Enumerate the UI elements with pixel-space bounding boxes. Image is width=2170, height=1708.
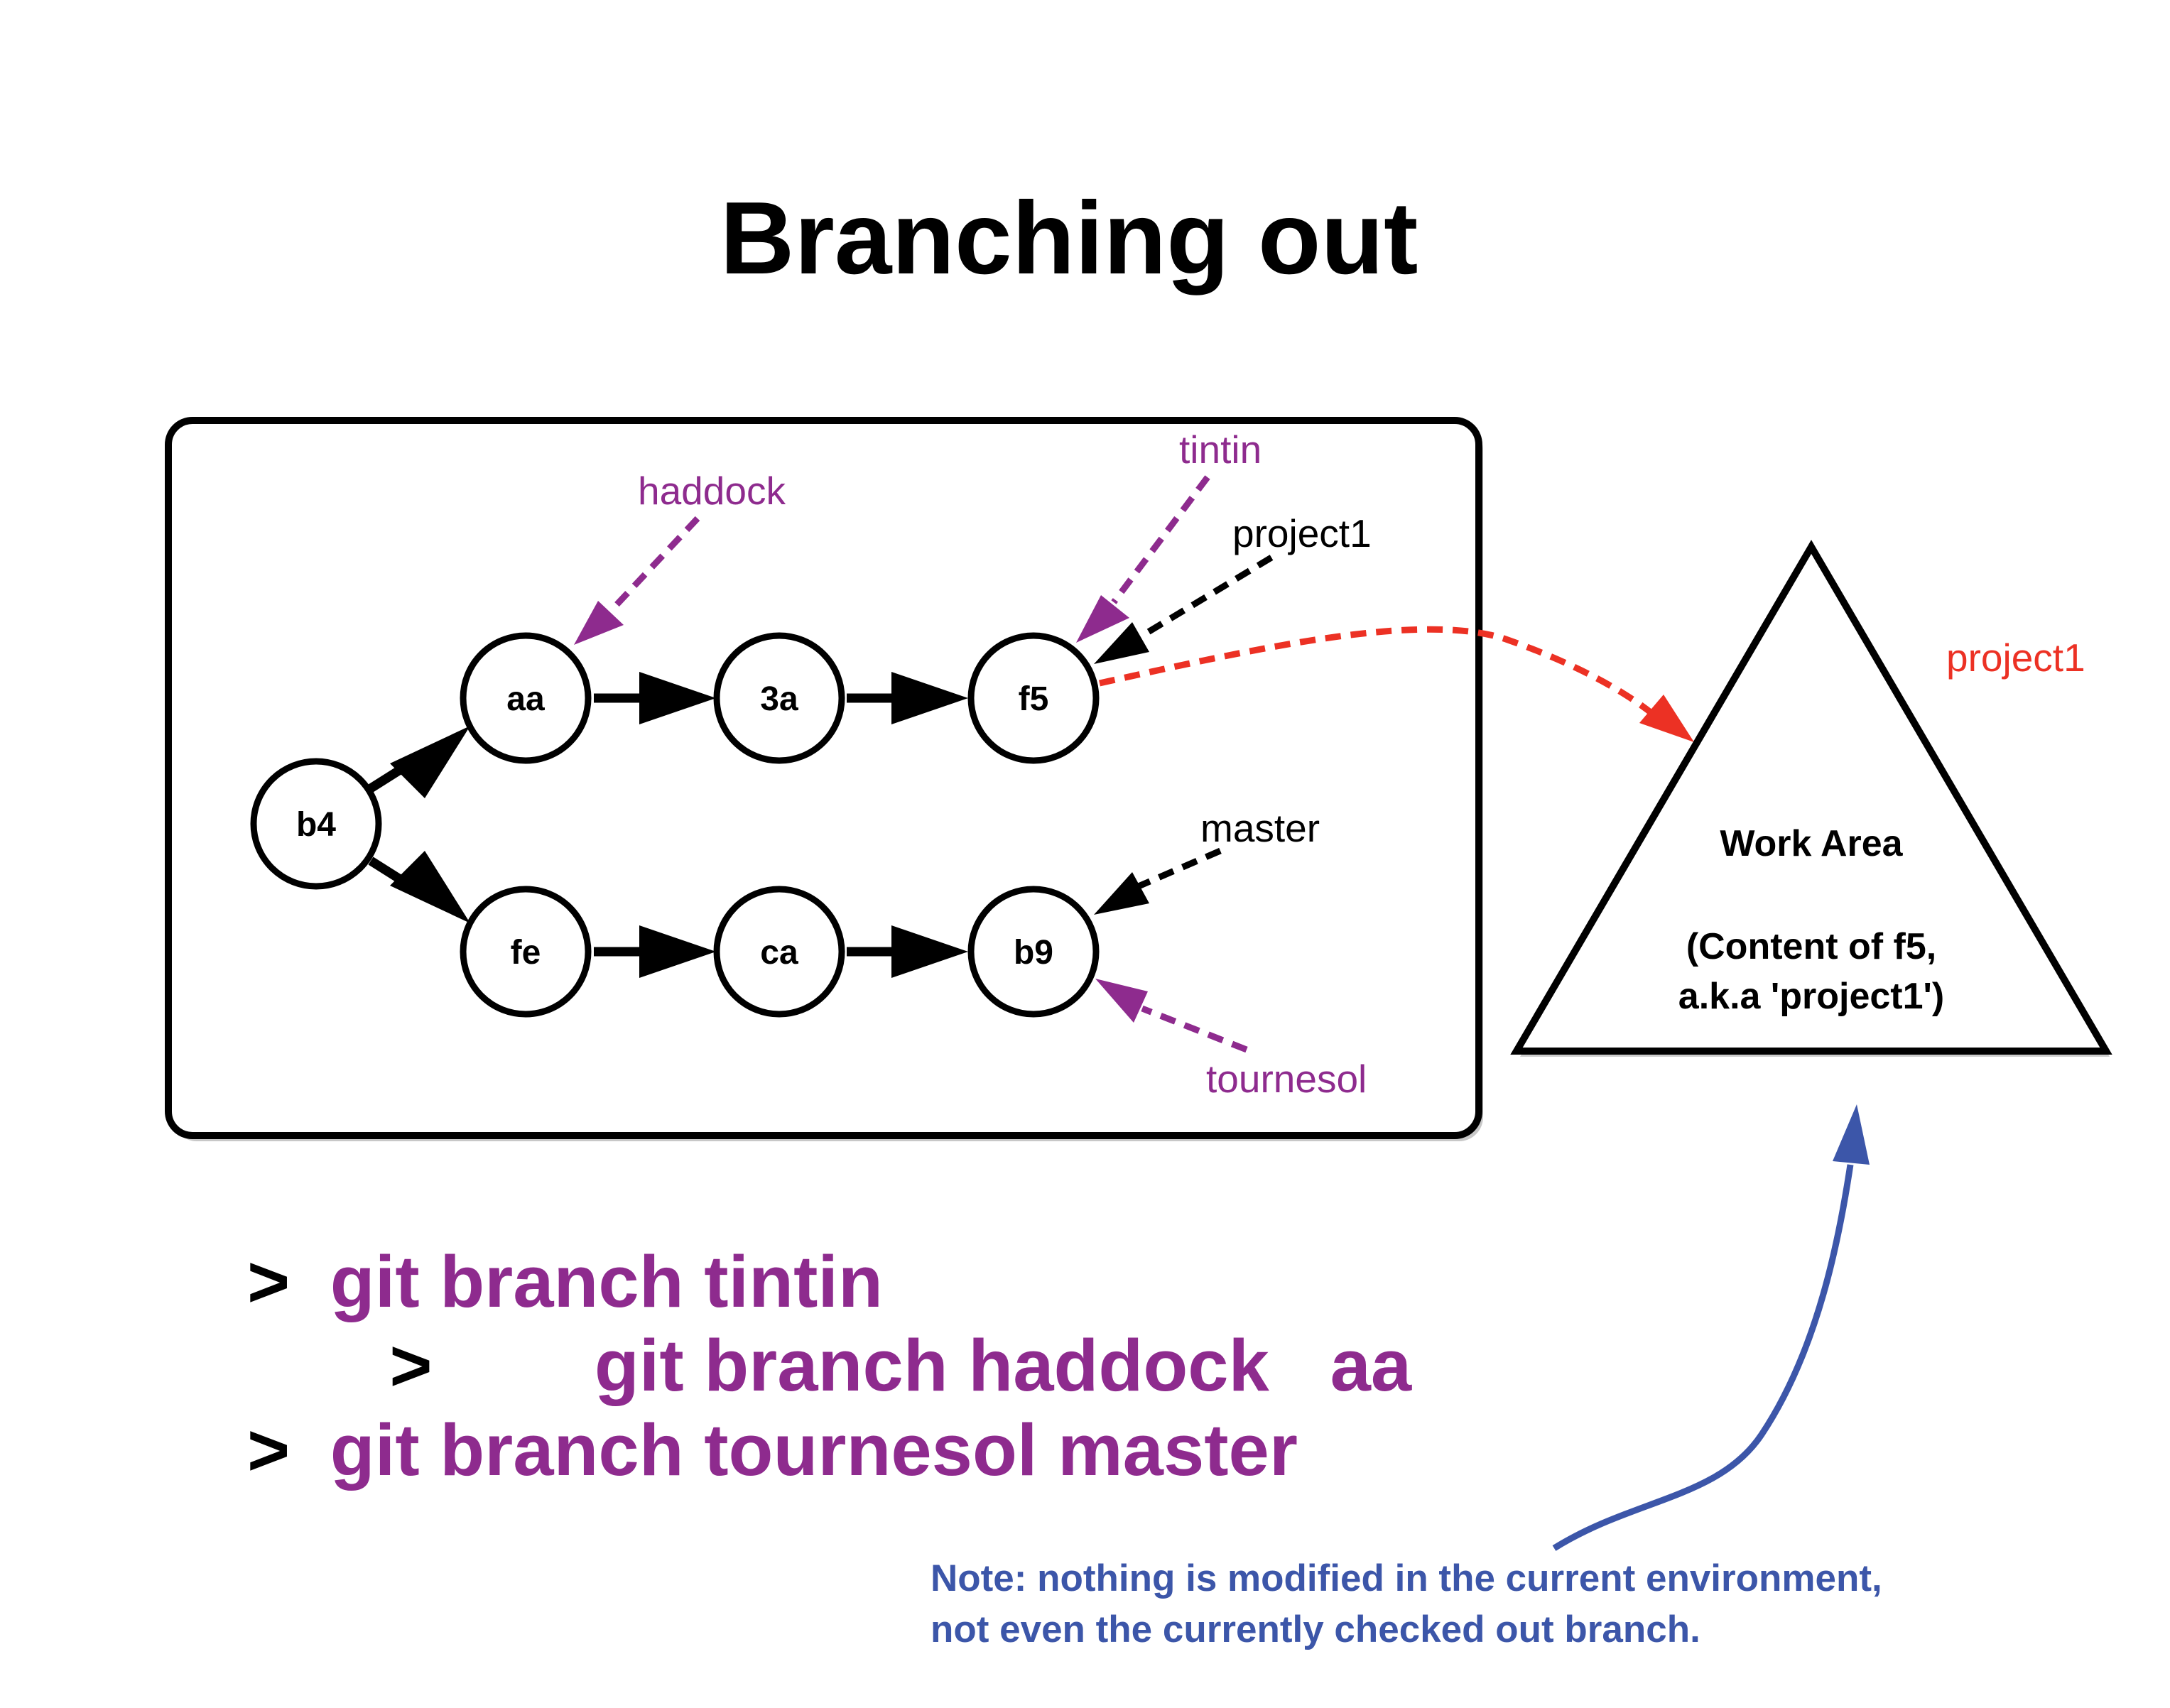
ref-master-label: master [1200,806,1320,850]
note-line-2: not even the currently checked out branc… [931,1609,1700,1650]
ref-project1-arrowhead [1094,622,1149,664]
commit-3a-label: 3a [760,680,798,718]
page-title: Branching out [720,180,1418,295]
edge-b4-fe-arrowhead [390,851,470,923]
ref-tournesol-arrowhead [1095,979,1148,1023]
commit-3a: 3a [713,632,845,764]
commit-fe-label: fe [511,934,541,972]
note-pointer [1552,1104,1870,1551]
commit-fe: fe [460,886,592,1018]
command-text-1: git branch tintin [330,1241,883,1322]
commit-aa-circle [460,632,592,764]
edge-fe-ca-arrowhead [639,925,716,978]
ref-haddock: haddock [574,469,786,645]
ref-master: master [1094,806,1320,915]
ref-tournesol: tournesol [1095,979,1367,1101]
ref-tournesol-label: tournesol [1206,1057,1367,1101]
command-list: > git branch tintin > git branch haddock… [247,1241,1513,1491]
commit-ca: ca [713,886,845,1018]
ref-tintin-arrowhead [1076,595,1129,643]
commit-b9: b9 [967,886,1100,1018]
edge-b4-aa-arrowhead [390,726,470,798]
ref-haddock-pointer [609,516,700,612]
command-prompt-2: > [389,1324,432,1406]
work-area-triangle [1510,540,2112,1055]
commit-ca-label: ca [760,934,798,972]
note-line-1: Note: nothing is modified in the current… [931,1557,1882,1599]
commit-edges [368,672,968,978]
ref-tintin-pointer [1111,475,1210,604]
command-line-2: > git branch haddock aa [247,1324,1513,1406]
command-text-2: git branch haddock aa [595,1324,1412,1406]
commit-b4-label: b4 [296,806,336,844]
ref-project1: project1 [1094,511,1372,664]
command-text-3: git branch tournesol master [330,1409,1298,1491]
work-area: Work Area (Content of f5, a.k.a 'project… [1510,540,2112,1057]
commit-f5: f5 [967,632,1100,764]
ref-master-pointer [1134,847,1222,891]
command-prompt-1: > [247,1241,290,1322]
commit-f5-label: f5 [1019,680,1049,718]
head-link-arrowhead [1639,695,1694,742]
ref-master-arrowhead [1094,872,1149,915]
ref-haddock-arrowhead [574,601,624,645]
note-pointer-arrowhead [1833,1104,1870,1165]
ref-tournesol-pointer [1141,1005,1248,1053]
commit-f5-circle [967,632,1100,764]
work-area-line2: a.k.a 'project1') [1678,976,1944,1017]
commit-b9-circle [967,886,1100,1018]
commit-b4: b4 [250,758,382,890]
ref-tintin-label: tintin [1179,428,1262,472]
commit-aa: aa [460,632,592,764]
commit-aa-label: aa [506,680,545,718]
head-link-curve [1099,626,1657,719]
commit-3a-circle [713,632,845,764]
commit-fe-circle [460,886,592,1018]
commit-ca-circle [713,886,845,1018]
command-line-1: > git branch tintin [247,1241,883,1322]
edge-3a-f5-arrowhead [891,672,968,724]
note: Note: nothing is modified in the current… [931,1557,1882,1650]
ref-haddock-label: haddock [638,469,786,513]
command-prompt-3: > [247,1409,290,1491]
ref-project1-label: project1 [1232,511,1372,555]
work-area-title: Work Area [1720,823,1903,864]
commit-b4-circle [250,758,382,890]
work-area-head-label: project1 [1946,636,2085,680]
edge-aa-3a-arrowhead [639,672,716,724]
command-line-3: > git branch tournesol master [247,1409,1298,1491]
work-area-line1: (Content of f5, [1686,926,1936,967]
note-pointer-curve [1552,1164,1854,1551]
ref-tintin: tintin [1076,428,1262,643]
commit-b9-label: b9 [1014,934,1053,972]
head-link [1099,626,1694,742]
edge-ca-b9-arrowhead [891,925,968,978]
